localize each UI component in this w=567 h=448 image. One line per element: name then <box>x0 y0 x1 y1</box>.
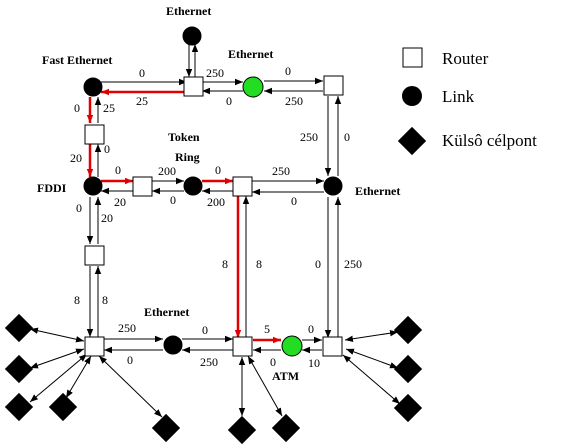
weight: 250 <box>300 130 318 144</box>
label-ethernet-top: Ethernet <box>166 4 211 18</box>
target-diamond <box>4 354 34 384</box>
edge-target-l5 <box>98 355 163 418</box>
legend-target-icon <box>397 126 427 156</box>
weight: 0 <box>74 101 80 115</box>
weight: 20 <box>114 195 126 209</box>
weight: 8 <box>102 293 108 307</box>
weight: 250 <box>206 66 224 80</box>
target-diamond <box>151 413 181 443</box>
weight: 0 <box>226 94 232 108</box>
weight: 0 <box>115 163 121 177</box>
target-diamond <box>227 415 257 445</box>
router-r9 <box>322 336 343 357</box>
label-fast-ethernet: Fast Ethernet <box>42 53 112 67</box>
edge-labels: 0 25 250 0 0 250 0 25 20 0 0 20 200 0 0 … <box>70 64 362 370</box>
legend-router-label: Router <box>442 49 489 68</box>
target-diamond <box>393 354 423 384</box>
weight: 0 <box>202 323 208 337</box>
router-r7 <box>84 336 105 357</box>
weight: 0 <box>104 142 110 156</box>
target-diamond <box>271 413 301 443</box>
routers <box>84 75 344 357</box>
edge-target-r2 <box>345 348 399 369</box>
target-diamond <box>393 393 423 423</box>
router-r4 <box>132 176 153 197</box>
legend-link-icon <box>402 86 422 106</box>
link-fddi <box>83 176 103 196</box>
weight: 200 <box>158 164 176 178</box>
router-r3 <box>84 124 105 145</box>
legend-link-label: Link <box>442 87 475 106</box>
target-diamond <box>4 313 34 343</box>
weight: 0 <box>315 257 321 271</box>
edge-target-l4 <box>65 355 92 399</box>
external-targets <box>4 313 423 445</box>
weight: 0 <box>291 194 297 208</box>
label-ethernet-bottom: Ethernet <box>144 305 189 319</box>
weight: 20 <box>70 151 82 165</box>
weight: 0 <box>308 322 314 336</box>
label-fddi: FDDI <box>37 181 67 195</box>
legend: Router Link Külsô célpont <box>397 47 537 156</box>
label-token-ring-1: Token <box>168 130 200 144</box>
weight: 8 <box>222 257 228 271</box>
target-diamond <box>48 392 78 422</box>
router-r6 <box>84 245 105 266</box>
weight: 8 <box>74 293 80 307</box>
links <box>83 26 343 357</box>
weight: 250 <box>118 321 136 335</box>
weight: 5 <box>264 322 270 336</box>
weight: 25 <box>136 94 148 108</box>
edge-target-r1 <box>344 330 399 342</box>
weight: 0 <box>285 64 291 78</box>
weight: 250 <box>200 355 218 369</box>
router-r1 <box>183 76 204 97</box>
weight: 0 <box>215 163 221 177</box>
weight: 250 <box>272 164 290 178</box>
target-diamond <box>4 392 34 422</box>
router-r5 <box>232 176 253 197</box>
weight: 250 <box>344 257 362 271</box>
weight: 250 <box>285 94 303 108</box>
router-r8 <box>232 336 253 357</box>
label-ethernet-right: Ethernet <box>355 184 400 198</box>
legend-target-label: Külsô célpont <box>442 131 537 150</box>
label-atm: ATM <box>272 369 299 383</box>
weight: 0 <box>139 66 145 80</box>
edge-target-m2 <box>247 355 283 417</box>
weight: 0 <box>76 201 82 215</box>
label-ethernet-upper: Ethernet <box>228 47 273 61</box>
link-ethernet-top <box>182 26 202 46</box>
router-r2 <box>323 75 344 96</box>
link-atm <box>281 335 303 357</box>
weight: 8 <box>256 257 262 271</box>
weight: 200 <box>207 195 225 209</box>
label-token-ring-2: Ring <box>175 150 200 164</box>
link-token-ring <box>183 176 203 196</box>
edges <box>29 44 401 418</box>
link-ethernet-bottom <box>163 335 183 355</box>
weight: 10 <box>308 356 320 370</box>
legend-router-icon <box>402 47 423 68</box>
node-labels: Ethernet Fast Ethernet Ethernet Token Ri… <box>37 4 400 383</box>
link-ethernet-right <box>323 176 343 196</box>
weight: 0 <box>127 353 133 367</box>
edge-target-l1 <box>29 327 85 343</box>
edge-target-l2 <box>29 348 85 369</box>
weight: 0 <box>270 355 276 369</box>
link-ethernet-upper <box>242 76 264 98</box>
weight: 20 <box>101 211 113 225</box>
target-diamond <box>393 315 423 345</box>
link-fast-ethernet <box>83 77 103 97</box>
weight: 25 <box>103 101 115 115</box>
edge-target-r3 <box>342 354 401 405</box>
weight: 0 <box>344 130 350 144</box>
weight: 0 <box>170 193 176 207</box>
